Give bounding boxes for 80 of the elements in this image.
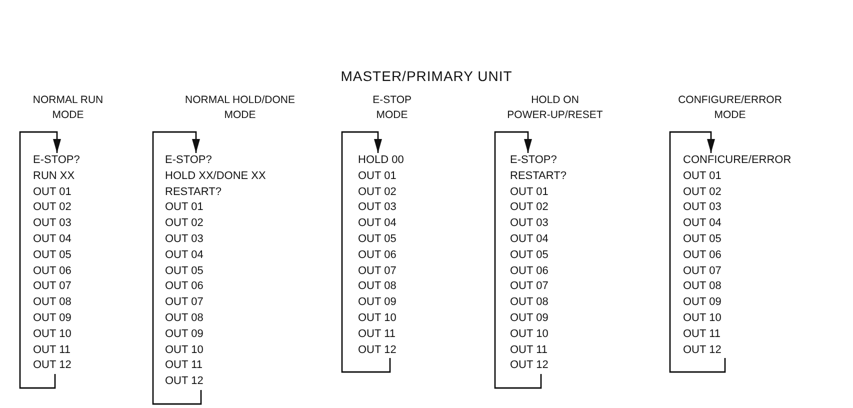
display-line: OUT 12 <box>683 342 722 358</box>
display-line: OUT 09 <box>510 310 548 326</box>
display-line: CONFICURE/ERROR <box>683 153 792 168</box>
mode-heading: NORMAL RUN MODE <box>32 93 104 123</box>
display-line: OUT 12 <box>510 358 548 374</box>
display-line: OUT 06 <box>33 264 72 279</box>
display-line: OUT 08 <box>510 295 548 310</box>
display-line: OUT 07 <box>165 295 204 310</box>
display-line: E-STOP? <box>510 153 557 168</box>
loop-arrow <box>152 131 202 405</box>
display-line: OUT 11 <box>683 326 720 342</box>
display-line: OUT 07 <box>358 264 396 279</box>
display-line: OUT 04 <box>165 248 204 263</box>
display-line: OUT 12 <box>358 342 396 358</box>
display-line: OUT 06 <box>358 248 396 263</box>
display-line: OUT 04 <box>33 232 72 247</box>
display-line: OUT 03 <box>165 232 204 247</box>
display-line: OUT 09 <box>683 295 722 310</box>
display-line: OUT 07 <box>510 279 548 294</box>
display-line: OUT 04 <box>510 232 548 247</box>
display-line: OUT 11 <box>358 326 396 342</box>
display-line: OUT 01 <box>33 184 72 200</box>
display-line: OUT 05 <box>33 248 72 263</box>
display-line: OUT 02 <box>165 216 204 232</box>
display-line: OUT 03 <box>510 216 548 232</box>
display-line: OUT 11 <box>165 358 202 374</box>
display-line: OUT 06 <box>510 264 548 279</box>
display-line: OUT 03 <box>358 200 396 216</box>
display-line: OUT 01 <box>683 168 722 184</box>
display-line: OUT 06 <box>165 279 204 294</box>
display-line: RESTART? <box>510 168 566 184</box>
display-line: OUT 01 <box>358 168 396 184</box>
mode-heading: HOLD ON POWER-UP/RESET <box>506 93 604 123</box>
display-line: OUT 03 <box>33 216 72 232</box>
loop-arrow <box>19 131 61 389</box>
display-line: OUT 09 <box>165 326 204 342</box>
loop-arrow <box>494 131 542 389</box>
display-line: OUT 01 <box>165 200 204 216</box>
display-line: OUT 02 <box>33 200 72 216</box>
display-line: OUT 05 <box>358 232 396 247</box>
display-line: OUT 02 <box>358 184 396 200</box>
display-line: OUT 10 <box>33 326 72 342</box>
display-line: OUT 11 <box>510 342 548 358</box>
mode-heading: NORMAL HOLD/DONE MODE <box>184 93 296 123</box>
mode-heading: CONFIGURE/ERROR MODE <box>677 93 783 123</box>
display-line: OUT 11 <box>33 342 70 358</box>
display-line: OUT 10 <box>358 310 396 326</box>
display-line: OUT 05 <box>165 264 204 279</box>
display-line: OUT 10 <box>683 310 722 326</box>
display-line: OUT 10 <box>165 342 204 358</box>
display-line: OUT 04 <box>683 216 722 232</box>
mode-heading: E-STOP MODE <box>372 93 412 123</box>
display-line: HOLD 00 <box>358 153 404 168</box>
display-line: OUT 07 <box>683 264 722 279</box>
display-line: OUT 04 <box>358 216 396 232</box>
loop-arrow <box>669 131 726 373</box>
display-line: OUT 06 <box>683 248 722 263</box>
display-line: OUT 09 <box>33 310 72 326</box>
display-line: RESTART? <box>165 184 222 200</box>
display-line: E-STOP? <box>165 153 212 168</box>
display-line: OUT 08 <box>33 295 72 310</box>
display-line: OUT 02 <box>683 184 722 200</box>
display-line: OUT 01 <box>510 184 548 200</box>
display-line: OUT 08 <box>683 279 722 294</box>
display-line: OUT 09 <box>358 295 396 310</box>
display-line: RUN XX <box>33 168 75 184</box>
display-line: HOLD XX/DONE XX <box>165 168 266 184</box>
display-line: OUT 02 <box>510 200 548 216</box>
display-line: OUT 08 <box>358 279 396 294</box>
display-line: E-STOP? <box>33 153 80 168</box>
display-line: OUT 07 <box>33 279 72 294</box>
display-line: OUT 12 <box>165 374 204 390</box>
display-line: OUT 05 <box>683 232 722 247</box>
display-line: OUT 03 <box>683 200 722 216</box>
display-line: OUT 12 <box>33 358 72 374</box>
diagram-title: MASTER/PRIMARY UNIT <box>340 68 514 84</box>
display-line: OUT 08 <box>165 310 204 326</box>
display-line: OUT 05 <box>510 248 548 263</box>
display-line: OUT 10 <box>510 326 548 342</box>
loop-arrow <box>341 131 391 373</box>
